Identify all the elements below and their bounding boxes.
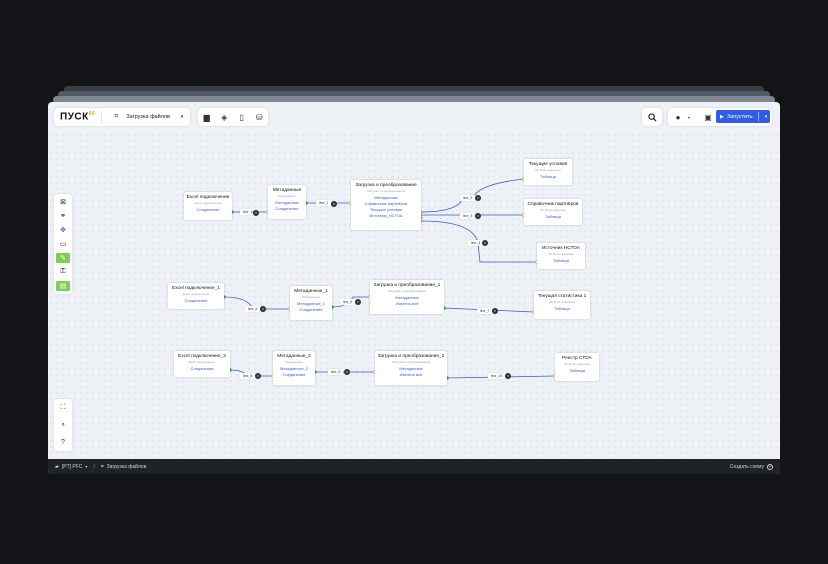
close-icon[interactable]: × (505, 373, 511, 379)
view-sidebar: ⛶ ⚬ ? (54, 399, 72, 451)
folder-icon: ▰ (55, 463, 59, 470)
search-panel (642, 108, 662, 126)
window-stack-shadow (58, 91, 770, 99)
edge-label[interactable]: line_3 (460, 213, 476, 219)
edit-icon[interactable]: ✎ (56, 253, 70, 263)
fullscreen-icon[interactable]: ⛶ (60, 403, 66, 411)
breadcrumb-file[interactable]: Загрузка файлов (106, 463, 147, 470)
close-icon[interactable]: × (475, 195, 481, 201)
node-metadata-1[interactable]: Метаданные_1 Метаданные Метаданные_1 Сое… (290, 286, 332, 320)
move-icon[interactable]: ✥ (60, 227, 66, 234)
window-stack-shadow (53, 96, 775, 104)
node-partner-directory[interactable]: Справочник партнёров DF Блок хранения Та… (524, 199, 582, 225)
edge-label[interactable]: line_7 (477, 308, 493, 314)
lock-icon[interactable]: ⚿ (60, 268, 66, 275)
frame-icon: ⌗ (114, 113, 119, 120)
edge-label[interactable]: line_6 (340, 299, 356, 305)
node-current-conditions[interactable]: Текущие условия DF Блок хранения Таблица (524, 159, 572, 185)
close-icon[interactable]: × (253, 210, 259, 216)
node-current-statistics[interactable]: Текущая статистика 1 DF Блок хранения Та… (534, 291, 590, 319)
share-icon[interactable]: ⚬ (60, 422, 66, 430)
edge-label[interactable]: line_2 (460, 195, 476, 201)
edge-label[interactable]: line_1 (316, 200, 332, 206)
play-icon: ▶ (720, 113, 724, 120)
database-icon[interactable]: ⛁ (255, 112, 263, 122)
edge-label[interactable]: line_10 (488, 373, 506, 379)
flow-canvas[interactable]: Excel подключение Excel подключение Соед… (48, 132, 780, 459)
close-icon[interactable]: × (255, 373, 261, 379)
node-nstoa-source[interactable]: Источник НСТОА DF Блок хранения Таблица (537, 243, 585, 269)
comment-icon[interactable]: ▭ (59, 241, 67, 248)
plus-circle-icon: + (767, 463, 773, 470)
title-panel: ПУСК60 ⌗ Загрузка файлов ▾ (54, 108, 190, 126)
run-button[interactable]: ▶ Запустить ▾ (716, 110, 770, 123)
close-icon[interactable]: × (482, 240, 488, 246)
grid-icon[interactable]: ⊠ (60, 199, 66, 206)
chevron-down-icon[interactable]: ▾ (180, 114, 184, 120)
create-schema-button[interactable]: Создать схему + (729, 463, 773, 470)
node-load-transform[interactable]: Загрузка и преобразование Загрузка и пре… (351, 180, 421, 230)
node-excel-connection-1[interactable]: Excel подключение_1 Excel подключение Со… (168, 283, 224, 309)
edge-label[interactable]: line_4 (468, 240, 484, 246)
top-toolbar: ПУСК60 ⌗ Загрузка файлов ▾ ▆ ◈ ▯ ⛁ ● ▾ ▣… (48, 102, 780, 132)
window-stack-shadow (64, 86, 764, 94)
panel-icon[interactable]: ▤ (56, 281, 70, 291)
document-icon[interactable]: ▆ (203, 112, 210, 122)
chevron-down-icon[interactable]: ▾ (764, 113, 768, 120)
close-icon[interactable]: × (492, 308, 498, 314)
edge-label[interactable]: line_9 (328, 369, 344, 375)
chevron-down-icon[interactable]: ▾ (687, 114, 690, 120)
node-sto-registry[interactable]: Реестр СТОА DF Блок хранения Таблица (555, 353, 599, 381)
tools-sidebar: ⊠ ⚭ ✥ ▭ ✎ ⚿ ▤ (54, 194, 72, 294)
close-icon[interactable]: × (260, 306, 266, 312)
edge-label[interactable]: line_5 (245, 306, 261, 312)
close-icon[interactable]: × (344, 369, 350, 375)
file-actions-panel: ▆ ◈ ▯ ⛁ (198, 108, 268, 126)
node-excel-connection[interactable]: Excel подключение Excel подключение Соед… (184, 192, 232, 220)
save-icon[interactable]: ▣ (704, 112, 712, 122)
node-load-transform-1[interactable]: Загрузка и преобразование_1 Загрузка и п… (370, 280, 444, 314)
node-metadata-2[interactable]: Метаданные_2 Метаданные Метаданные_2 Сое… (273, 351, 315, 385)
user-icon[interactable]: ● (675, 112, 681, 122)
search-icon[interactable] (647, 112, 657, 122)
bookmark-icon[interactable]: ▯ (239, 112, 244, 122)
chevron-down-icon[interactable]: ▾ (85, 464, 88, 469)
app-window: ПУСК60 ⌗ Загрузка файлов ▾ ▆ ◈ ▯ ⛁ ● ▾ ▣… (48, 102, 780, 474)
status-bar: ▰ [PT] PFC ▾ / ⌗ Загрузка файлов Создать… (48, 459, 780, 474)
frame-icon: ⌗ (100, 463, 104, 470)
link-icon[interactable]: ⚭ (60, 213, 66, 220)
help-icon[interactable]: ? (61, 439, 65, 447)
file-title[interactable]: Загрузка файлов (126, 114, 170, 120)
project-selector[interactable]: [PT] PFC (61, 463, 83, 470)
node-metadata[interactable]: Метаданные Метаданные Метаданные Соедине… (268, 185, 306, 219)
close-icon[interactable]: × (475, 213, 481, 219)
node-load-transform-2[interactable]: Загрузка и преобразование_2 Загрузка и п… (375, 351, 447, 385)
close-icon[interactable]: × (355, 299, 361, 305)
edge-label[interactable]: line (240, 209, 252, 215)
layers-icon[interactable]: ◈ (221, 112, 228, 122)
edge-label[interactable]: line_8 (240, 373, 256, 379)
close-icon[interactable]: × (331, 201, 337, 207)
node-excel-connection-2[interactable]: Excel подключение_2 Excel подключение Со… (174, 351, 230, 377)
app-logo: ПУСК60 (60, 111, 96, 123)
